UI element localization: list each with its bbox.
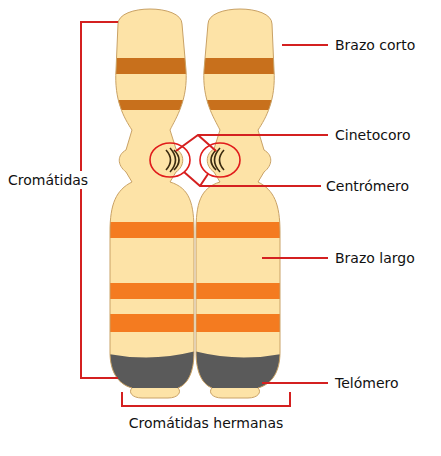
part-label: Cinetocoro (333, 126, 412, 144)
bracket (81, 22, 118, 378)
chromatid (100, 9, 200, 398)
bracket (122, 392, 290, 406)
part-label: Cromátidas hermanas (127, 414, 286, 432)
part-label: Brazo corto (333, 36, 417, 54)
centromere-circle (150, 143, 240, 177)
leader-line (81, 22, 328, 406)
part-label: Cromátidas (6, 171, 90, 189)
part-label: Brazo largo (333, 249, 417, 267)
chromatid (190, 9, 290, 398)
part-label: Telómero (333, 374, 401, 392)
part-label: Centrómero (324, 177, 411, 195)
